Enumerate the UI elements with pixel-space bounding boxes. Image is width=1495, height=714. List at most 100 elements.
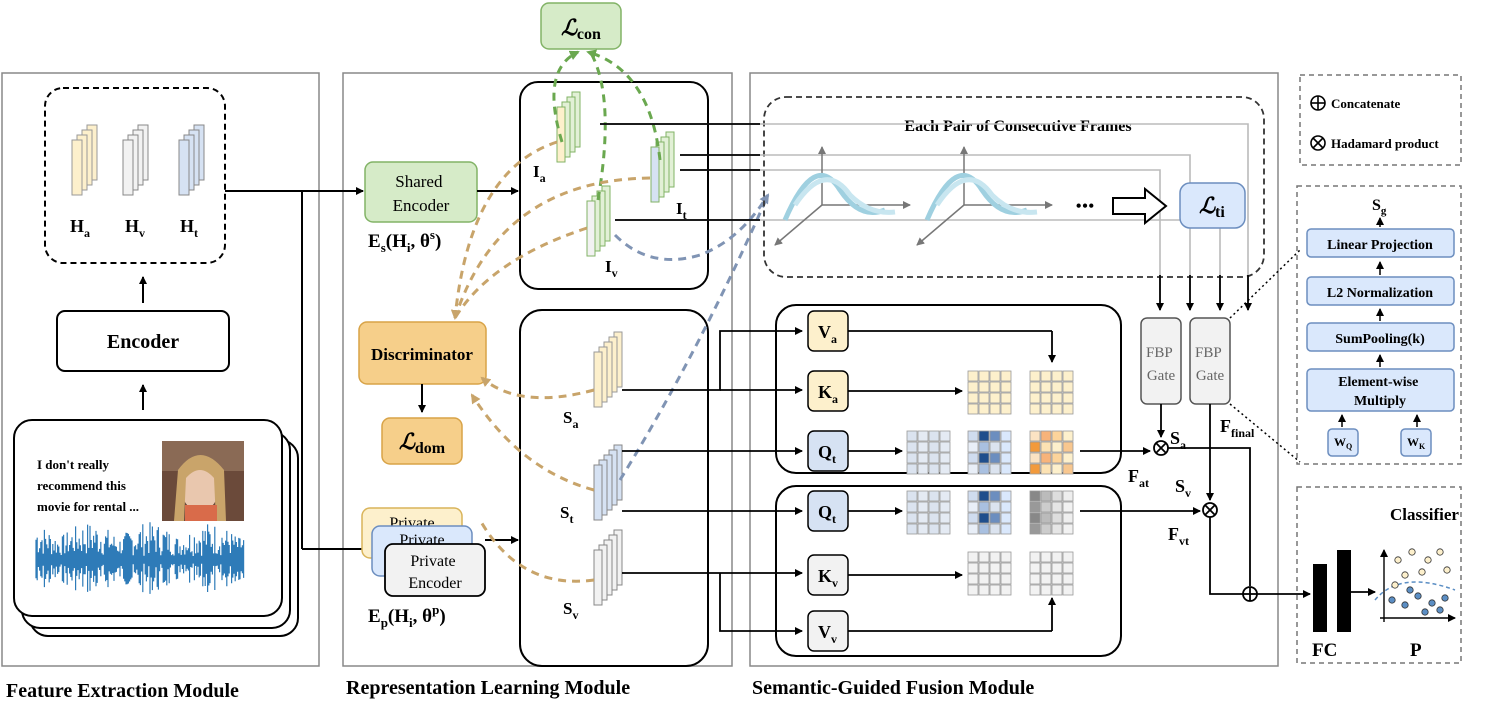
v-v-grid-cell <box>1051 562 1063 574</box>
out-v-grid-cell <box>1040 523 1052 535</box>
i-t-stack <box>650 131 675 203</box>
l-con-label: ℒcon <box>561 15 601 43</box>
k-a-grid-cell <box>967 370 979 382</box>
scatter-point <box>1424 556 1432 564</box>
k-a-grid-cell <box>978 370 990 382</box>
hadamard-icon <box>1310 135 1326 151</box>
k-v-grid-cell <box>989 551 1001 563</box>
v-v-grid-cell <box>1040 584 1052 596</box>
scatter-point <box>1391 581 1399 589</box>
feature-extraction-title: Feature Extraction Module <box>6 680 239 702</box>
discriminator-label: Discriminator <box>371 345 473 364</box>
hadamard-node-v <box>1202 502 1218 518</box>
v-v-grid-cell <box>1029 562 1041 574</box>
semantic-fusion-panel <box>749 72 1279 667</box>
attn-v-grid-cell <box>1000 501 1012 513</box>
v-v-grid-cell <box>1029 584 1041 596</box>
q-t-grid-2-cell <box>939 512 951 524</box>
fbp-gate-1-label: FBP Gate <box>1146 345 1176 384</box>
q-t-grid-2-cell <box>928 490 940 502</box>
q-t-label-1: Qt <box>818 442 836 466</box>
concatenate-icon <box>1310 95 1326 111</box>
out-a-grid-cell <box>1040 463 1052 475</box>
v-a-grid-cell <box>1062 381 1074 393</box>
v-a-label: Va <box>818 322 837 346</box>
speaker-face-image <box>162 441 244 521</box>
shared-encoder-label: Shared Encoder <box>393 172 450 215</box>
scatter-point <box>1436 548 1444 556</box>
scatter-point <box>1406 586 1414 594</box>
fbp-gate-2 <box>1189 317 1231 405</box>
out-v-grid-cell <box>1051 490 1063 502</box>
attn-v-grid-cell <box>989 501 1001 513</box>
v-a-grid-cell <box>1051 403 1063 415</box>
s-v-stack <box>593 529 623 606</box>
out-a-grid-cell <box>1029 430 1041 442</box>
k-a-grid-cell <box>1000 392 1012 404</box>
semantic-fusion-title: Semantic-Guided Fusion Module <box>752 677 1034 699</box>
k-a-grid-cell <box>967 403 979 415</box>
i-v-label: Iv <box>605 257 618 280</box>
shared-representation-box <box>519 81 709 290</box>
attn-v-grid-cell <box>989 512 1001 524</box>
f-final-label: Ffinal <box>1220 416 1255 440</box>
v-v-grid-cell <box>1062 584 1074 596</box>
classifier-title: Classifier <box>1390 505 1459 524</box>
attn-a-grid-cell <box>1000 441 1012 453</box>
transcript-text: I don't really recommend this movie for … <box>37 457 139 514</box>
v-v-grid-cell <box>1062 573 1074 585</box>
frames-ellipsis: ••• <box>1076 196 1095 216</box>
k-v-grid-cell <box>1000 551 1012 563</box>
encoder-box <box>56 310 230 372</box>
scatter-point <box>1418 568 1426 576</box>
q-t-grid-2-cell <box>906 501 918 513</box>
text-semantic-arrow <box>613 193 770 481</box>
out-a-grid-cell <box>1062 463 1074 475</box>
k-v-grid-cell <box>989 573 1001 585</box>
attn-v-grid-cell <box>978 490 990 502</box>
out-v-grid-cell <box>1029 490 1041 502</box>
k-a-grid-cell <box>989 392 1001 404</box>
out-a-grid-cell <box>1029 463 1041 475</box>
v-v-grid-cell <box>1040 562 1052 574</box>
v-a-grid-cell <box>1029 370 1041 382</box>
h-v-stack <box>122 124 149 196</box>
q-t-label-2: Qt <box>818 502 836 526</box>
attn-v-grid-cell <box>967 490 979 502</box>
v-a-grid-cell <box>1051 370 1063 382</box>
s-a-label: Sa <box>563 408 578 431</box>
private-encoder-label: Private Encoder <box>408 553 462 592</box>
scatter-point <box>1443 566 1451 574</box>
v-v-grid-cell <box>1062 562 1074 574</box>
k-a-grid-cell <box>989 403 1001 415</box>
scatter-point <box>1421 608 1429 616</box>
k-a-grid-cell <box>978 392 990 404</box>
private-representation-box <box>519 309 709 667</box>
fbp-detail-box <box>1296 185 1462 465</box>
v-v-grid-cell <box>1040 551 1052 563</box>
attn-a-grid-cell <box>1000 463 1012 475</box>
k-a-grid-cell <box>989 381 1001 393</box>
l2-normalization-box <box>1306 276 1455 306</box>
v-v-grid-cell <box>1051 551 1063 563</box>
out-v-grid-cell <box>1029 512 1041 524</box>
fc-label: FC <box>1312 640 1337 661</box>
hadamard-node-a <box>1153 440 1169 456</box>
private-encoder-formula: Ep(Hi, θp) <box>368 602 446 630</box>
private-encoder-box <box>384 543 486 597</box>
q-t-grid-1-cell <box>906 463 918 475</box>
q-t-grid-1-cell <box>939 463 951 475</box>
f-at-label: Fat <box>1128 466 1149 490</box>
scatter-point <box>1388 596 1396 604</box>
attn-v-grid-cell <box>978 512 990 524</box>
k-v-grid-cell <box>978 562 990 574</box>
k-v-grid-cell <box>967 551 979 563</box>
out-v-grid-cell <box>1062 523 1074 535</box>
attn-a-grid-cell <box>978 463 990 475</box>
out-a-grid-cell <box>1051 441 1063 453</box>
v-v-grid-cell <box>1040 573 1052 585</box>
q-t-grid-2-cell <box>928 512 940 524</box>
fc-layer-2 <box>1337 550 1351 632</box>
